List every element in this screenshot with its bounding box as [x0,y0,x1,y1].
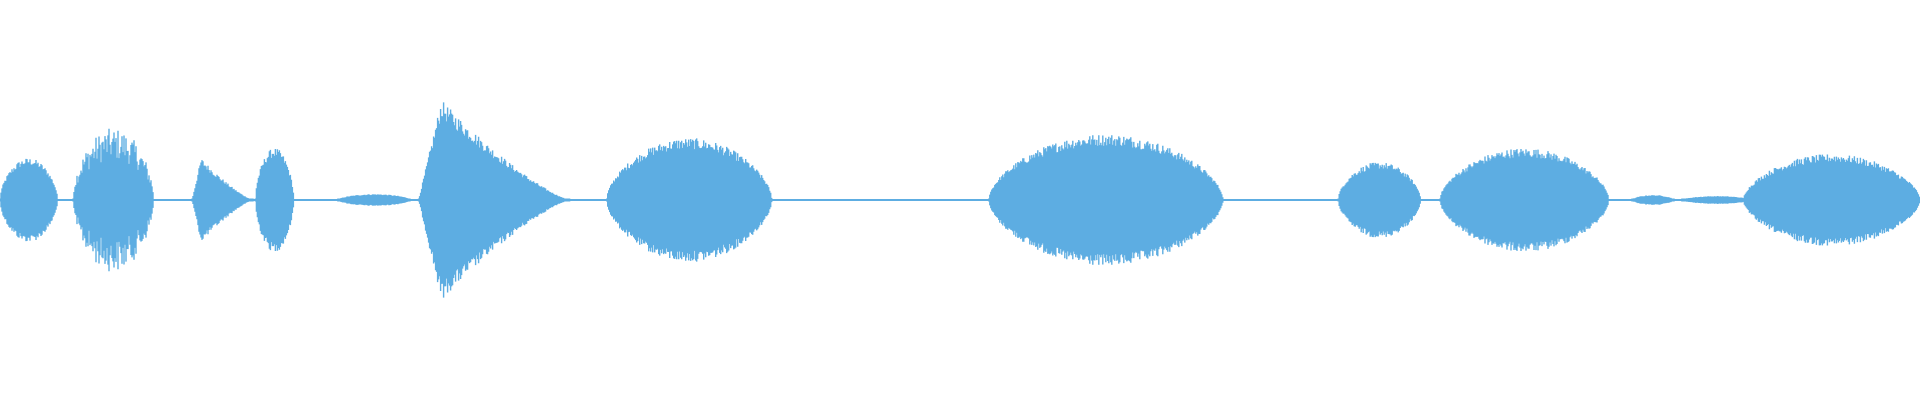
waveform-bars-burst-9 [1337,162,1421,238]
waveform-burst-6 [417,102,571,298]
waveform-bars-burst-10 [1439,149,1609,251]
waveform-bars-burst-13 [1742,154,1920,246]
waveform-bars-burst-3 [191,160,254,240]
waveform-burst-9 [1337,162,1421,238]
waveform-burst-5 [337,194,411,206]
waveform-burst-2 [72,128,154,272]
waveform-burst-10 [1439,149,1609,251]
waveform-bars-burst-11 [1631,195,1675,205]
waveform-bars-burst-12 [1681,196,1752,204]
waveform-burst-3 [191,160,254,240]
waveform-burst-7 [606,138,773,262]
baseline-line [0,199,1920,201]
waveform-burst-1 [0,158,58,242]
waveform-burst-4 [254,149,295,251]
waveform-bars-burst-8 [988,135,1224,265]
waveform-bars-burst-6 [417,102,571,298]
waveform-burst-8 [988,135,1224,265]
waveform-bars-burst-4 [254,149,295,251]
waveform-burst-11 [1631,195,1675,205]
waveform-baseline [0,199,1920,201]
waveform-bars-burst-5 [337,194,411,206]
waveform-burst-13 [1742,154,1920,246]
waveform-bars-burst-2 [72,128,154,272]
waveform-amplitude [0,102,1920,298]
waveform-bars-burst-7 [606,138,773,262]
waveform-bars-burst-1 [0,158,58,242]
waveform-burst-12 [1681,196,1752,204]
